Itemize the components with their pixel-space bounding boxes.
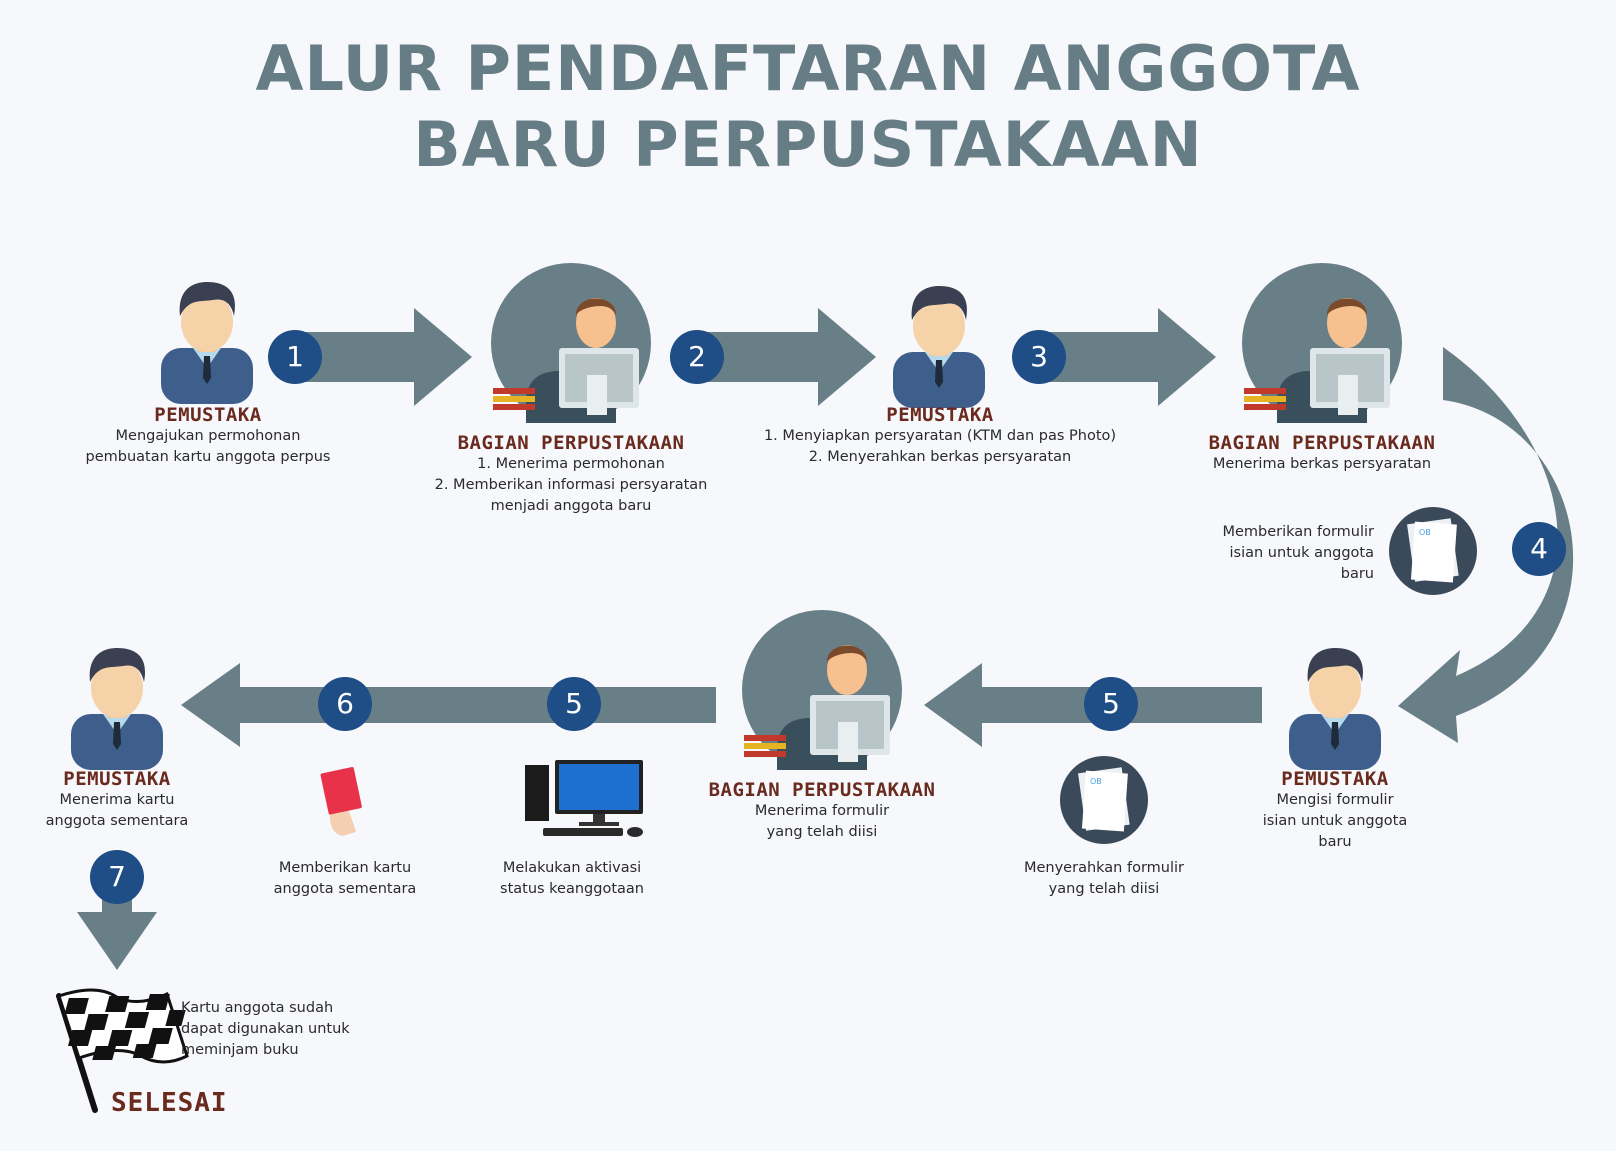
desc-line: menjadi anggota baru — [490, 498, 652, 514]
desc-line: yang telah diisi — [766, 824, 878, 840]
desc-line: Mengisi formulir — [1276, 792, 1394, 808]
step-3-desc: 1. Menyiapkan persyaratan (KTM dan pas P… — [750, 426, 1130, 468]
step-5b-desc: Menerima formulir yang telah diisi — [672, 801, 972, 843]
form-document-icon-1 — [1389, 507, 1477, 595]
step-badge-2: 2 — [670, 330, 724, 384]
step-6-desc: Menerima kartu anggota sementara — [20, 790, 214, 832]
step-6-label: PEMUSTAKA Menerima kartu anggota sementa… — [20, 768, 214, 832]
desc-line: Menerima kartu — [59, 792, 175, 808]
desc-line: baru — [1318, 834, 1352, 850]
desc-line: anggota sementara — [273, 881, 417, 897]
desc-line: Menyerahkan formulir — [1023, 860, 1184, 876]
desc-line: Menerima berkas persyaratan — [1212, 456, 1432, 472]
librarian-icon-2 — [491, 263, 651, 423]
title-line-1: ALUR PENDAFTARAN ANGGOTA — [255, 32, 1361, 105]
user-icon-3 — [893, 286, 985, 408]
role-pemustaka: PEMUSTAKA — [154, 404, 262, 426]
role-pemustaka: PEMUSTAKA — [1281, 768, 1389, 790]
step-badge-6: 6 — [318, 677, 372, 731]
role-bagian-perpustakaan: BAGIAN PERPUSTAKAAN — [1208, 432, 1436, 454]
desc-line: dapat digunakan untuk — [181, 1021, 350, 1037]
step-badge-4: 4 — [1512, 522, 1566, 576]
finish-label: SELESAI — [111, 1088, 228, 1118]
action-give-card: Memberikan kartu anggota sementara — [245, 858, 445, 900]
desc-line: 2. Memberikan informasi persyaratan — [434, 477, 708, 493]
desc-line: baru — [1340, 566, 1374, 582]
finish-note: Kartu anggota sudah dapat digunakan untu… — [181, 998, 381, 1061]
desc-line: Memberikan formulir — [1222, 524, 1374, 540]
step-badge-7: 7 — [90, 850, 144, 904]
role-pemustaka: PEMUSTAKA — [886, 404, 994, 426]
step-1-desc: Mengajukan permohonan pembuatan kartu an… — [58, 426, 358, 468]
step-1-label: PEMUSTAKA Mengajukan permohonan pembuata… — [58, 404, 358, 468]
step-badge-1: 1 — [268, 330, 322, 384]
title-line-2: BARU PERPUSTAKAAN — [413, 108, 1203, 181]
step-badge-3: 3 — [1012, 330, 1066, 384]
desc-line: Kartu anggota sudah — [181, 1000, 334, 1016]
desktop-computer-icon — [525, 760, 643, 837]
librarian-icon-5b — [742, 610, 902, 770]
desc-line: 2. Menyerahkan berkas persyaratan — [808, 449, 1072, 465]
role-bagian-perpustakaan: BAGIAN PERPUSTAKAAN — [457, 432, 685, 454]
librarian-icon-4 — [1242, 263, 1402, 423]
action-give-form: Memberikan formulir isian untuk anggota … — [1170, 522, 1374, 585]
desc-line: pembuatan kartu anggota perpus — [85, 449, 331, 465]
role-pemustaka: PEMUSTAKA — [63, 768, 171, 790]
step-badge-5-right: 5 — [1084, 677, 1138, 731]
step-5b-label: BAGIAN PERPUSTAKAAN Menerima formulir ya… — [672, 779, 972, 843]
desc-line: status keanggotaan — [500, 881, 644, 897]
user-icon-5 — [1289, 648, 1381, 770]
desc-line: anggota sementara — [45, 813, 189, 829]
step-4-label: BAGIAN PERPUSTAKAAN Menerima berkas pers… — [1172, 432, 1472, 475]
desc-line: Memberikan kartu — [278, 860, 412, 876]
desc-line: yang telah diisi — [1048, 881, 1160, 897]
action-hand-over-form: Menyerahkan formulir yang telah diisi — [1004, 858, 1204, 900]
action-activation: Melakukan aktivasi status keanggotaan — [472, 858, 672, 900]
role-bagian-perpustakaan: BAGIAN PERPUSTAKAAN — [708, 779, 936, 801]
user-icon-1 — [161, 282, 253, 404]
desc-line: Menerima formulir — [754, 803, 890, 819]
step-5-label: PEMUSTAKA Mengisi formulir isian untuk a… — [1215, 768, 1455, 853]
step-2-label: BAGIAN PERPUSTAKAAN 1. Menerima permohon… — [421, 432, 721, 517]
form-document-icon-2 — [1060, 756, 1148, 844]
desc-line: Mengajukan permohonan — [115, 428, 301, 444]
step-badge-5-left: 5 — [547, 677, 601, 731]
desc-line: meminjam buku — [181, 1042, 299, 1058]
desc-line: 1. Menerima permohonan — [477, 456, 665, 472]
user-icon-6 — [71, 648, 163, 770]
step-4-desc: Menerima berkas persyaratan — [1172, 454, 1472, 475]
step-2-desc: 1. Menerima permohonan 2. Memberikan inf… — [421, 454, 721, 517]
card-hand-icon — [320, 767, 362, 836]
desc-line: 1. Menyiapkan persyaratan (KTM dan pas P… — [763, 428, 1117, 444]
checkered-flag-icon — [56, 988, 189, 1113]
step-5-desc: Mengisi formulir isian untuk anggota bar… — [1215, 790, 1455, 853]
desc-line: Melakukan aktivasi — [502, 860, 642, 876]
desc-line: isian untuk anggota — [1262, 813, 1408, 829]
step-3-label: PEMUSTAKA 1. Menyiapkan persyaratan (KTM… — [750, 404, 1130, 468]
desc-line: isian untuk anggota — [1229, 545, 1374, 561]
